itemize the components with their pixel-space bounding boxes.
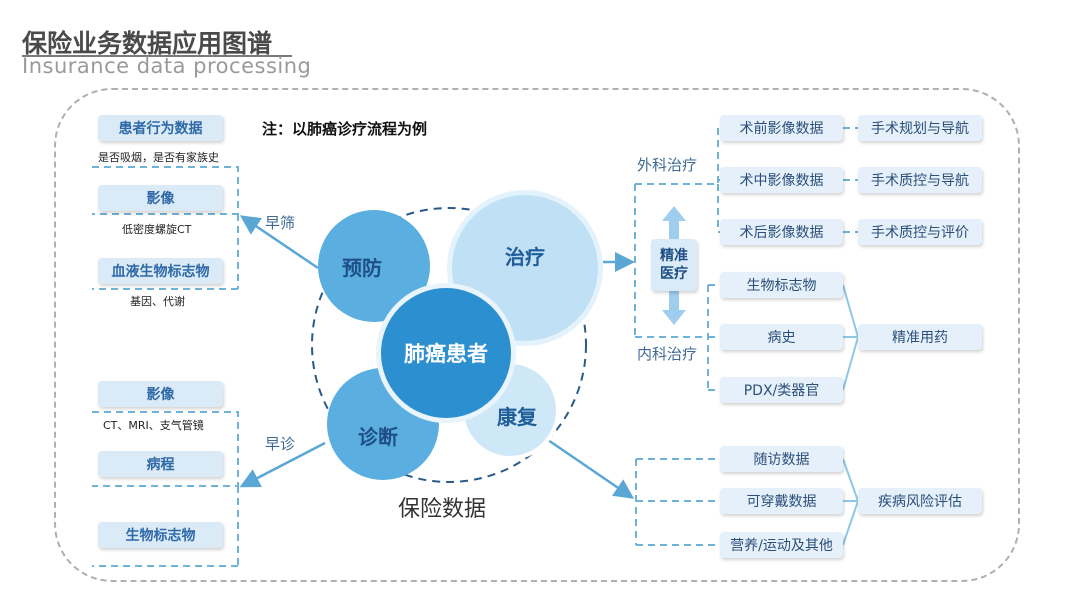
early-diagnosis-label: 早诊 — [265, 435, 296, 453]
surgery-qc-nav-box: 手术质控与导航 — [858, 167, 982, 193]
blood-biomarker-box: 血液生物标志物 — [98, 258, 223, 284]
treat-label: 治疗 — [505, 245, 545, 269]
precision-line1: 精准 — [660, 248, 688, 264]
pdx-organoid-box: PDX/类器官 — [720, 377, 843, 403]
insurance-data-label: 保险数据 — [398, 497, 487, 522]
medical-history-box: 病史 — [720, 324, 843, 350]
example-note: 注：以肺癌诊疗流程为例 — [262, 120, 428, 138]
biomarker-box-right: 生物标志物 — [720, 272, 843, 298]
nutrition-exercise-box: 营养/运动及其他 — [720, 532, 843, 558]
risk-assessment-box: 疾病风险评估 — [858, 488, 982, 514]
wearable-data-box: 可穿戴数据 — [720, 488, 843, 514]
preop-imaging-box: 术前影像数据 — [720, 115, 843, 141]
title-underline — [22, 55, 292, 57]
page-title: 保险业务数据应用图谱 — [22, 29, 273, 58]
postop-imaging-box: 术后影像数据 — [720, 219, 843, 245]
surgical-treatment-label: 外科治疗 — [637, 156, 698, 174]
internal-treatment-label: 内科治疗 — [637, 345, 698, 363]
surgery-qc-eval-box: 手术质控与评价 — [858, 219, 982, 245]
precision-line2: 医疗 — [660, 266, 688, 282]
patient-behavior-box: 患者行为数据 — [98, 115, 223, 141]
diagnose-label: 诊断 — [358, 424, 398, 449]
followup-data-box: 随访数据 — [720, 446, 843, 472]
disease-course-box: 病程 — [98, 451, 223, 477]
recover-label: 康复 — [497, 404, 537, 429]
patient-behavior-caption: 是否吸烟，是否有家族史 — [98, 151, 219, 164]
outer-frame — [54, 88, 1020, 582]
imaging-caption-top: 低密度螺旋CT — [122, 223, 192, 236]
core-label: 肺癌患者 — [404, 342, 488, 366]
early-screening-label: 早筛 — [265, 214, 296, 232]
imaging-caption-bottom: CT、MRI、支气管镜 — [103, 419, 204, 432]
biomarker-box-bottom: 生物标志物 — [98, 522, 223, 548]
imaging-box-bottom: 影像 — [98, 381, 223, 407]
page-subtitle: Insurance data processing — [22, 54, 312, 78]
core-circle: 肺癌患者 — [376, 283, 516, 423]
precision-medicine-box: 精准 医疗 — [651, 239, 697, 291]
imaging-box-top: 影像 — [98, 185, 223, 211]
surgery-planning-box: 手术规划与导航 — [858, 115, 982, 141]
prevent-label: 预防 — [342, 255, 382, 280]
intraop-imaging-box: 术中影像数据 — [720, 167, 843, 193]
precision-drug-box: 精准用药 — [858, 324, 982, 350]
blood-biomarker-caption: 基因、代谢 — [130, 295, 185, 308]
